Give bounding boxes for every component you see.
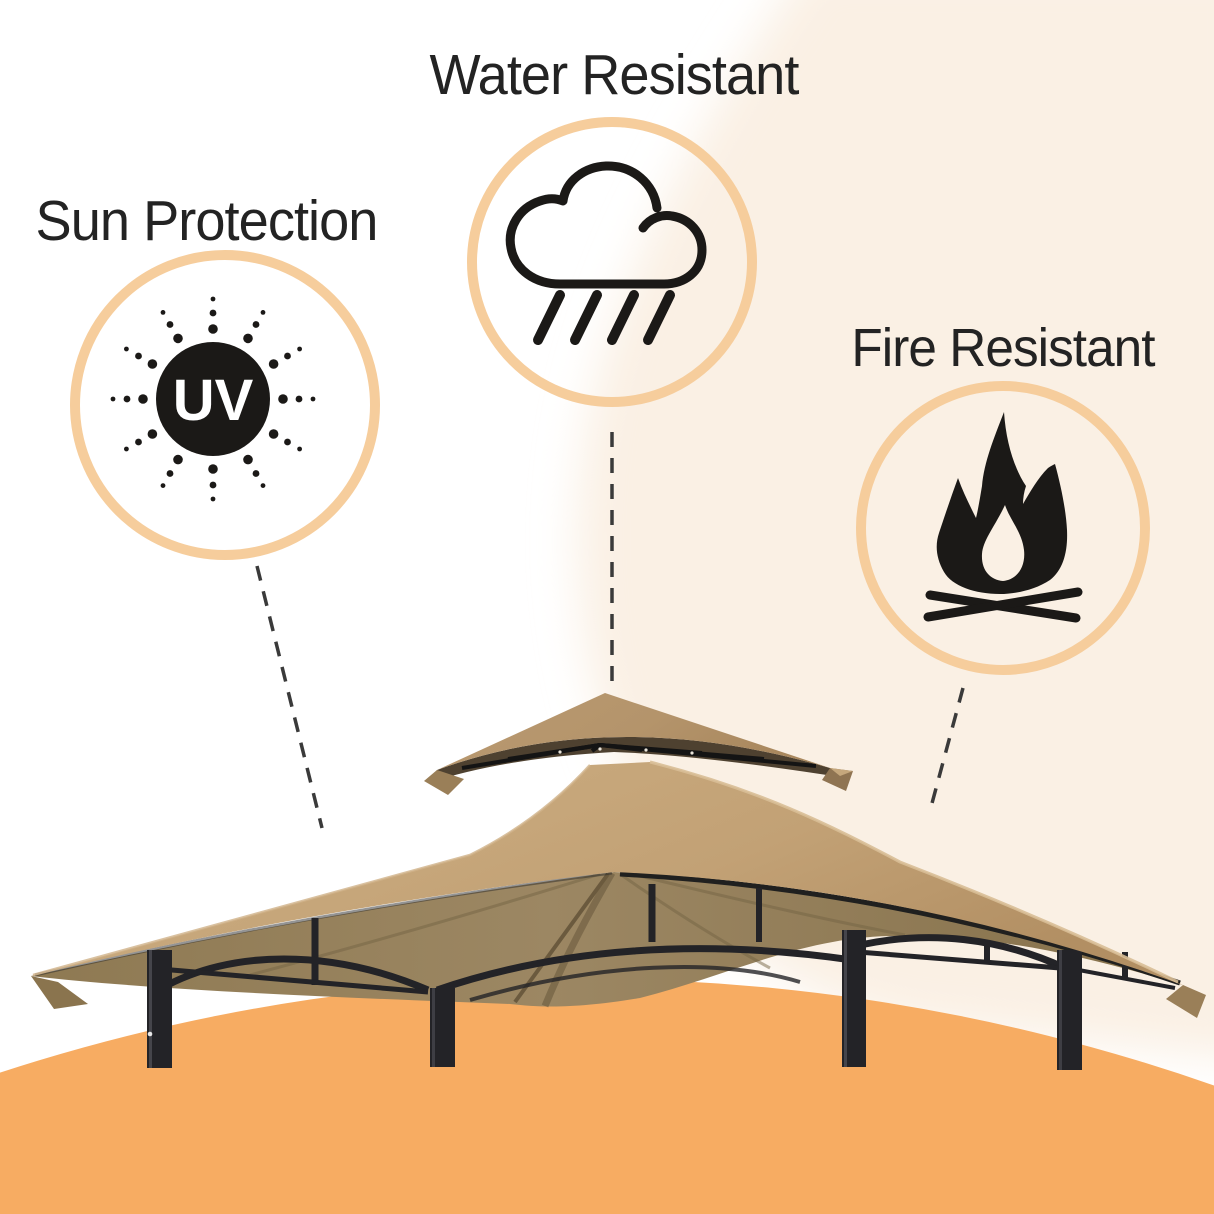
- tie-bar-right: [857, 949, 1061, 971]
- arch-left-bay: [160, 955, 430, 994]
- top-tier-left-flap: [424, 770, 464, 795]
- gazebo-top-tier: [424, 693, 853, 795]
- eave-bar-left: [34, 871, 613, 977]
- top-tier-band: [428, 736, 846, 783]
- arch-middle-back: [469, 965, 801, 1002]
- water-resistant-label: Water Resistant: [429, 43, 800, 107]
- arch-right-bay: [859, 934, 1067, 972]
- roof-left-corner-flap: [31, 976, 88, 1009]
- fire-connector-line: [929, 687, 965, 808]
- water-circle-ring: [467, 117, 757, 407]
- eave-bar-back-right: [1067, 966, 1176, 990]
- orange-hill: [0, 979, 1214, 1214]
- fire-logs: [923, 587, 1083, 623]
- eave-bar-right: [619, 871, 1181, 986]
- dashed-connectors: [255, 432, 965, 829]
- roof-right-corner-flap: [1166, 985, 1206, 1018]
- gazebo-main-roof: [31, 762, 1183, 985]
- flame-inner-cutout: [981, 505, 1025, 581]
- top-tier-spokes: [461, 743, 817, 770]
- sun-protection-label: Sun Protection: [35, 189, 379, 253]
- frame-members: [159, 884, 1176, 1002]
- rain-drops: [533, 290, 675, 345]
- fire-resistant-label: Fire Resistant: [851, 318, 1155, 378]
- gazebo-legs: [147, 930, 1082, 1070]
- main-roof-left-edge: [32, 764, 591, 977]
- arch-middle-bay: [435, 945, 853, 994]
- sun-connector-line: [255, 565, 324, 829]
- sun-circle-ring: [70, 250, 380, 560]
- uv-sun-icon: UV: [110, 296, 316, 502]
- flame: [936, 412, 1068, 594]
- campfire-icon: [923, 412, 1083, 623]
- feature-badges: UV: [70, 117, 1150, 675]
- gazebo-product-photo: [31, 693, 1206, 1070]
- top-tier-roof: [437, 693, 830, 770]
- uv-icon-text: UV: [173, 368, 254, 433]
- tie-bar-left: [159, 966, 429, 995]
- fire-circle-ring: [856, 381, 1150, 675]
- top-tier-bolts: [558, 747, 694, 755]
- main-roof-edge-highlight: [649, 760, 1179, 984]
- rain-cloud-icon: [505, 161, 707, 345]
- top-tier-right-flap-top: [830, 768, 853, 776]
- gazebo-under-canopy: [31, 872, 1183, 1007]
